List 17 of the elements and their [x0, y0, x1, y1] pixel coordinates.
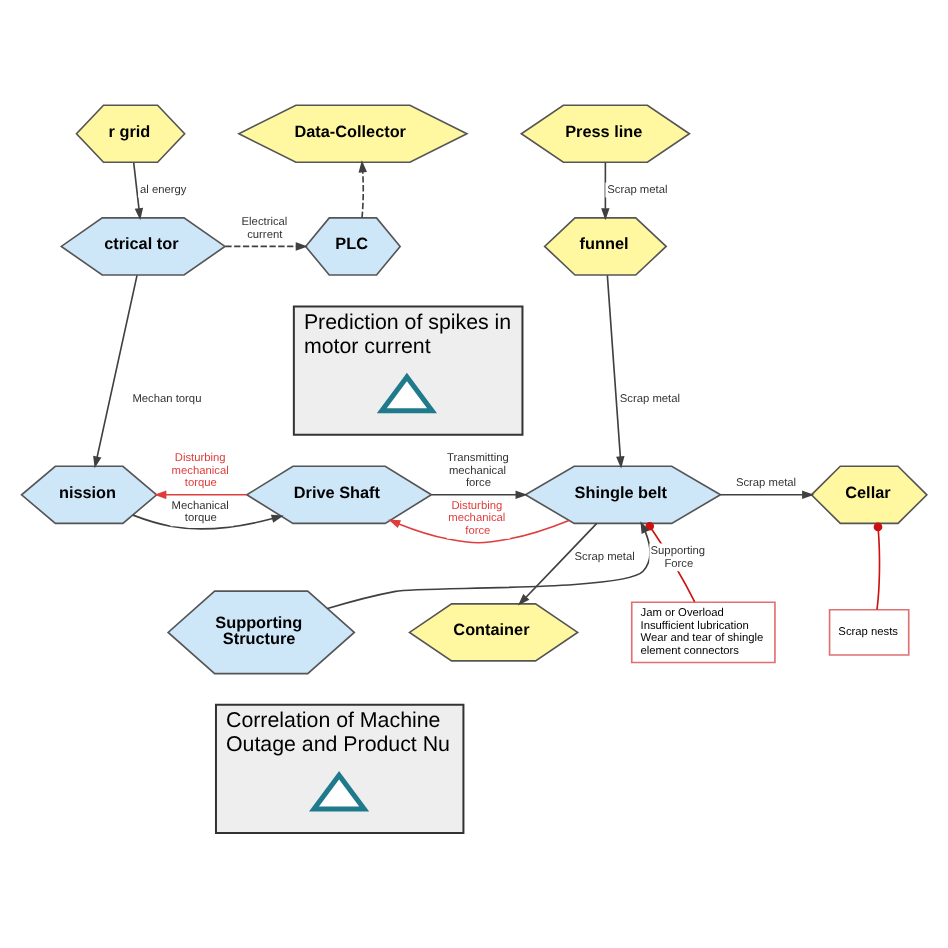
arrow [606, 274, 625, 469]
cluster: Correlation of Machine Outage and Product Nu [214, 703, 465, 834]
arrow [719, 490, 815, 500]
arrow [132, 514, 284, 530]
arrow [132, 162, 144, 221]
arrow [518, 522, 598, 606]
connector [873, 522, 883, 611]
arrow [326, 521, 651, 610]
arrow [224, 242, 308, 251]
arrow [154, 490, 248, 500]
arrow [358, 160, 367, 219]
arrow [93, 274, 138, 469]
cluster: Prediction of spikes in motor current [292, 305, 524, 436]
node-triangle [308, 770, 370, 812]
arrow [388, 519, 570, 544]
node-triangle [376, 372, 437, 414]
arrow [430, 490, 528, 500]
